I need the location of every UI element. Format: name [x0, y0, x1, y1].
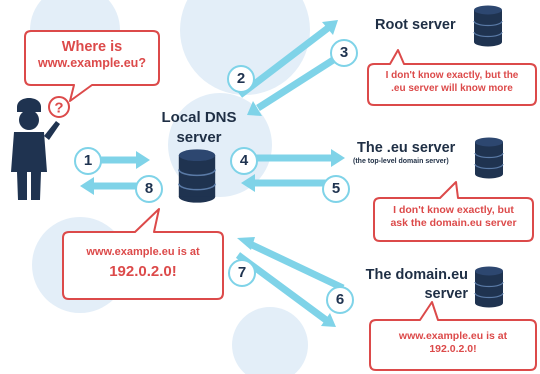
root-reply-line1: I don't know exactly, but the: [385, 70, 519, 81]
tld-server-db-icon: [474, 136, 504, 180]
tld-reply-line1: I don't know exactly, but: [393, 204, 514, 216]
tld-server-title: The .eu server: [357, 140, 456, 156]
answer-bubble: [62, 208, 224, 300]
step-1-badge: 1: [74, 147, 102, 175]
tld-reply-line2: ask the domain.eu server: [390, 217, 517, 230]
user-icon: [11, 98, 60, 200]
domain-title-line1: The domain.eu: [365, 267, 468, 283]
user-question-text: Where is www.example.eu?: [27, 38, 157, 72]
step-6-badge: 6: [326, 286, 354, 314]
domain-reply-line1: www.example.eu is at: [398, 330, 508, 342]
step-8-badge: 8: [135, 175, 163, 203]
step-4-badge: 4: [230, 147, 258, 175]
root-server-db-icon: [473, 4, 503, 48]
local-dns-server-label: Local DNS server: [159, 108, 239, 148]
question-mark-icon: ?: [48, 96, 70, 118]
arrow-2: [237, 20, 338, 98]
domain-server-title: The domain.eu server: [354, 266, 468, 304]
domain-title-line2: server: [424, 286, 468, 302]
local-dns-db-icon: [178, 148, 216, 204]
svg-text:?: ?: [54, 100, 63, 117]
user-question-line1: Where is: [61, 39, 123, 55]
root-reply-bubble: [367, 49, 537, 106]
domain-server-db-icon: [474, 265, 504, 309]
domain-reply-text: www.example.eu is at 192.0.2.0!: [372, 330, 534, 356]
tld-reply-text: I don't know exactly, but ask the domain…: [376, 204, 531, 230]
user-question-line2: www.example.eu?: [38, 56, 146, 71]
local-dns-line2: server: [176, 129, 222, 146]
root-reply-text: I don't know exactly, but the .eu server…: [370, 70, 534, 95]
answer-line2: 192.0.2.0!: [109, 262, 177, 280]
local-dns-line1: Local DNS: [161, 109, 237, 126]
tld-reply-bubble: [373, 181, 534, 242]
domain-reply-line2: 192.0.2.0!: [429, 343, 477, 356]
user-question-bubble: [24, 30, 160, 102]
arrow-6: [237, 237, 345, 292]
answer-line1: www.example.eu is at: [86, 246, 200, 258]
step-2-badge: 2: [227, 65, 255, 93]
answer-text: www.example.eu is at 192.0.2.0!: [65, 245, 221, 283]
root-reply-line2: .eu server will know more: [391, 82, 513, 94]
arrow-1: [100, 151, 150, 169]
step-3-badge: 3: [330, 39, 358, 67]
domain-reply-bubble: [369, 301, 537, 371]
tld-server-subtitle: (the top-level domain server): [353, 158, 449, 165]
step-7-badge: 7: [228, 259, 256, 287]
root-server-title: Root server: [375, 17, 456, 33]
step-5-badge: 5: [322, 175, 350, 203]
